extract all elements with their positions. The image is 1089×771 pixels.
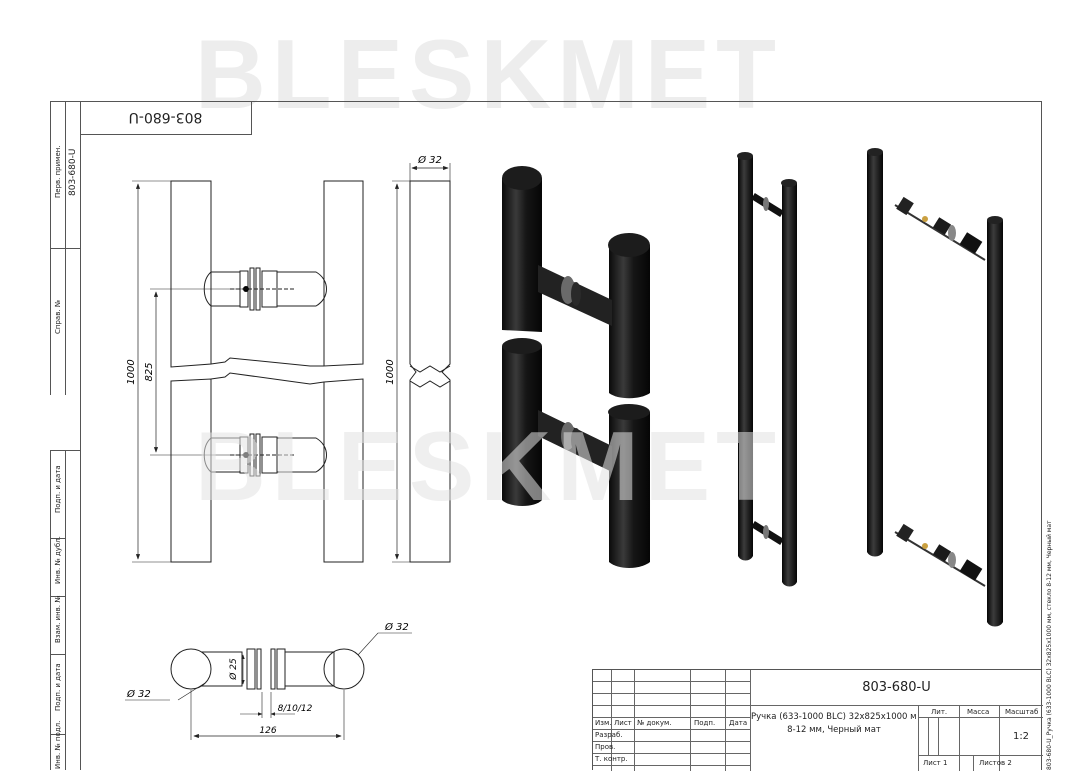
tb-mass-label: Масса [967, 708, 990, 716]
dim-center-distance: 825 [144, 362, 155, 381]
dim-glass-gap: 8/10/12 [278, 704, 313, 714]
dim-plan-width: 126 [259, 726, 276, 736]
plan-view [125, 632, 412, 740]
dim-plan-diameter-left: Ø 32 [126, 688, 151, 700]
tb-grid-line [750, 670, 751, 771]
tb-title-line2: 8-12 мм, Черный мат [787, 725, 881, 735]
tb-scale-label: Масштаб [1005, 708, 1039, 716]
tb-row-developed: Разраб. [595, 731, 623, 739]
tb-grid-line [918, 755, 1043, 756]
side-cell-inv-orig: Инв. № подл. [50, 721, 65, 770]
tb-grid-line [938, 717, 939, 755]
dim-tube-diameter: Ø 32 [417, 154, 442, 166]
side-cell-replaced-inv: Взам. инв. № [50, 595, 65, 654]
tb-row-tech-control: Т. контр. [595, 755, 628, 763]
tb-grid-line [690, 670, 691, 771]
side-cell-right-column [65, 450, 80, 770]
left-tube-lower [170, 378, 212, 563]
tb-grid-line [725, 670, 726, 771]
side-cell-sign-date-1: Подп. и дата [50, 450, 65, 538]
tb-letter-label: Лит. [931, 708, 948, 716]
tb-grid-line [593, 765, 750, 766]
tb-grid-line [593, 681, 750, 682]
tb-scale-value: 1:2 [1012, 731, 1030, 742]
front-view [132, 180, 364, 563]
tb-title-line1: Ручка (633-1000 BLC) 32x825x1000 мм, сте… [751, 712, 917, 722]
tb-grid-line [973, 755, 974, 771]
tb-sheets-label: Листов 2 [979, 759, 1012, 767]
tb-grid-line [593, 717, 750, 718]
dim-total-length: 1000 [126, 359, 137, 384]
tb-grid-line [634, 670, 635, 771]
tb-grid-line [918, 705, 919, 771]
upper-connector [203, 267, 327, 311]
side-cell-first-use-value: 803-680-U [65, 101, 80, 248]
right-tube-upper [323, 180, 364, 367]
watermark-center: BLESKMET [195, 411, 782, 521]
tb-grid-line [593, 729, 750, 730]
break-line-lower [210, 372, 325, 385]
tb-grid-line [593, 753, 750, 754]
tb-header-date: Дата [729, 719, 748, 727]
tb-header-sheet: Лист [614, 719, 632, 727]
tb-grid-line [959, 705, 960, 771]
tb-sheet-label: Лист 1 [923, 759, 948, 767]
side-cell-inv-dup: Инв. № дубл. [50, 536, 65, 596]
watermark-top: BLESKMET [195, 19, 782, 129]
tb-grid-line [593, 693, 750, 694]
side-cell-first-use: Перв. примен. [50, 101, 65, 248]
dim-side-length: 1000 [385, 359, 396, 384]
break-line-upper [210, 357, 324, 367]
tb-drawing-code: 803-680-U [862, 680, 931, 695]
right-tube-lower [323, 378, 364, 563]
side-strip: Перв. примен. 803-680-U Справ. № Подп. и… [50, 101, 80, 770]
side-cell-sign-date-2: Подп. и дата [50, 654, 65, 734]
tb-header-doc-no: № докум. [637, 719, 672, 727]
tb-grid-line [750, 705, 1043, 706]
isometric-view-large [502, 166, 650, 568]
drawing-sheet-frame [80, 101, 1042, 770]
tb-grid-line [593, 741, 750, 742]
title-block: Изм. Лист № докум. Подп. Дата Разраб. Пр… [592, 669, 1043, 771]
dim-standoff-diameter: Ø 25 [228, 658, 239, 681]
tb-grid-line [999, 705, 1000, 771]
isometric-view-exploded [867, 148, 1003, 627]
drawing-code-box: 803-680-U [80, 101, 252, 135]
side-cell-reference: Справ. № [50, 248, 65, 395]
dim-plan-diameter-right: Ø 32 [384, 621, 409, 633]
right-margin-filename: 803-680-U_Ручка (633-1000 BLC) 32x825x10… [1046, 520, 1053, 770]
tb-header-change: Изм. [595, 719, 612, 727]
side-cell-reference-blank [65, 248, 80, 395]
tb-row-checked: Пров. [595, 743, 616, 751]
side-view [392, 163, 451, 563]
isometric-view-assembled [737, 152, 797, 587]
tb-grid-line [611, 670, 612, 771]
left-tube-upper [170, 180, 212, 368]
tb-grid-line [928, 717, 929, 755]
tb-grid-line [593, 705, 750, 706]
tb-header-sign: Подп. [694, 719, 716, 727]
tb-grid-line [918, 717, 1043, 718]
